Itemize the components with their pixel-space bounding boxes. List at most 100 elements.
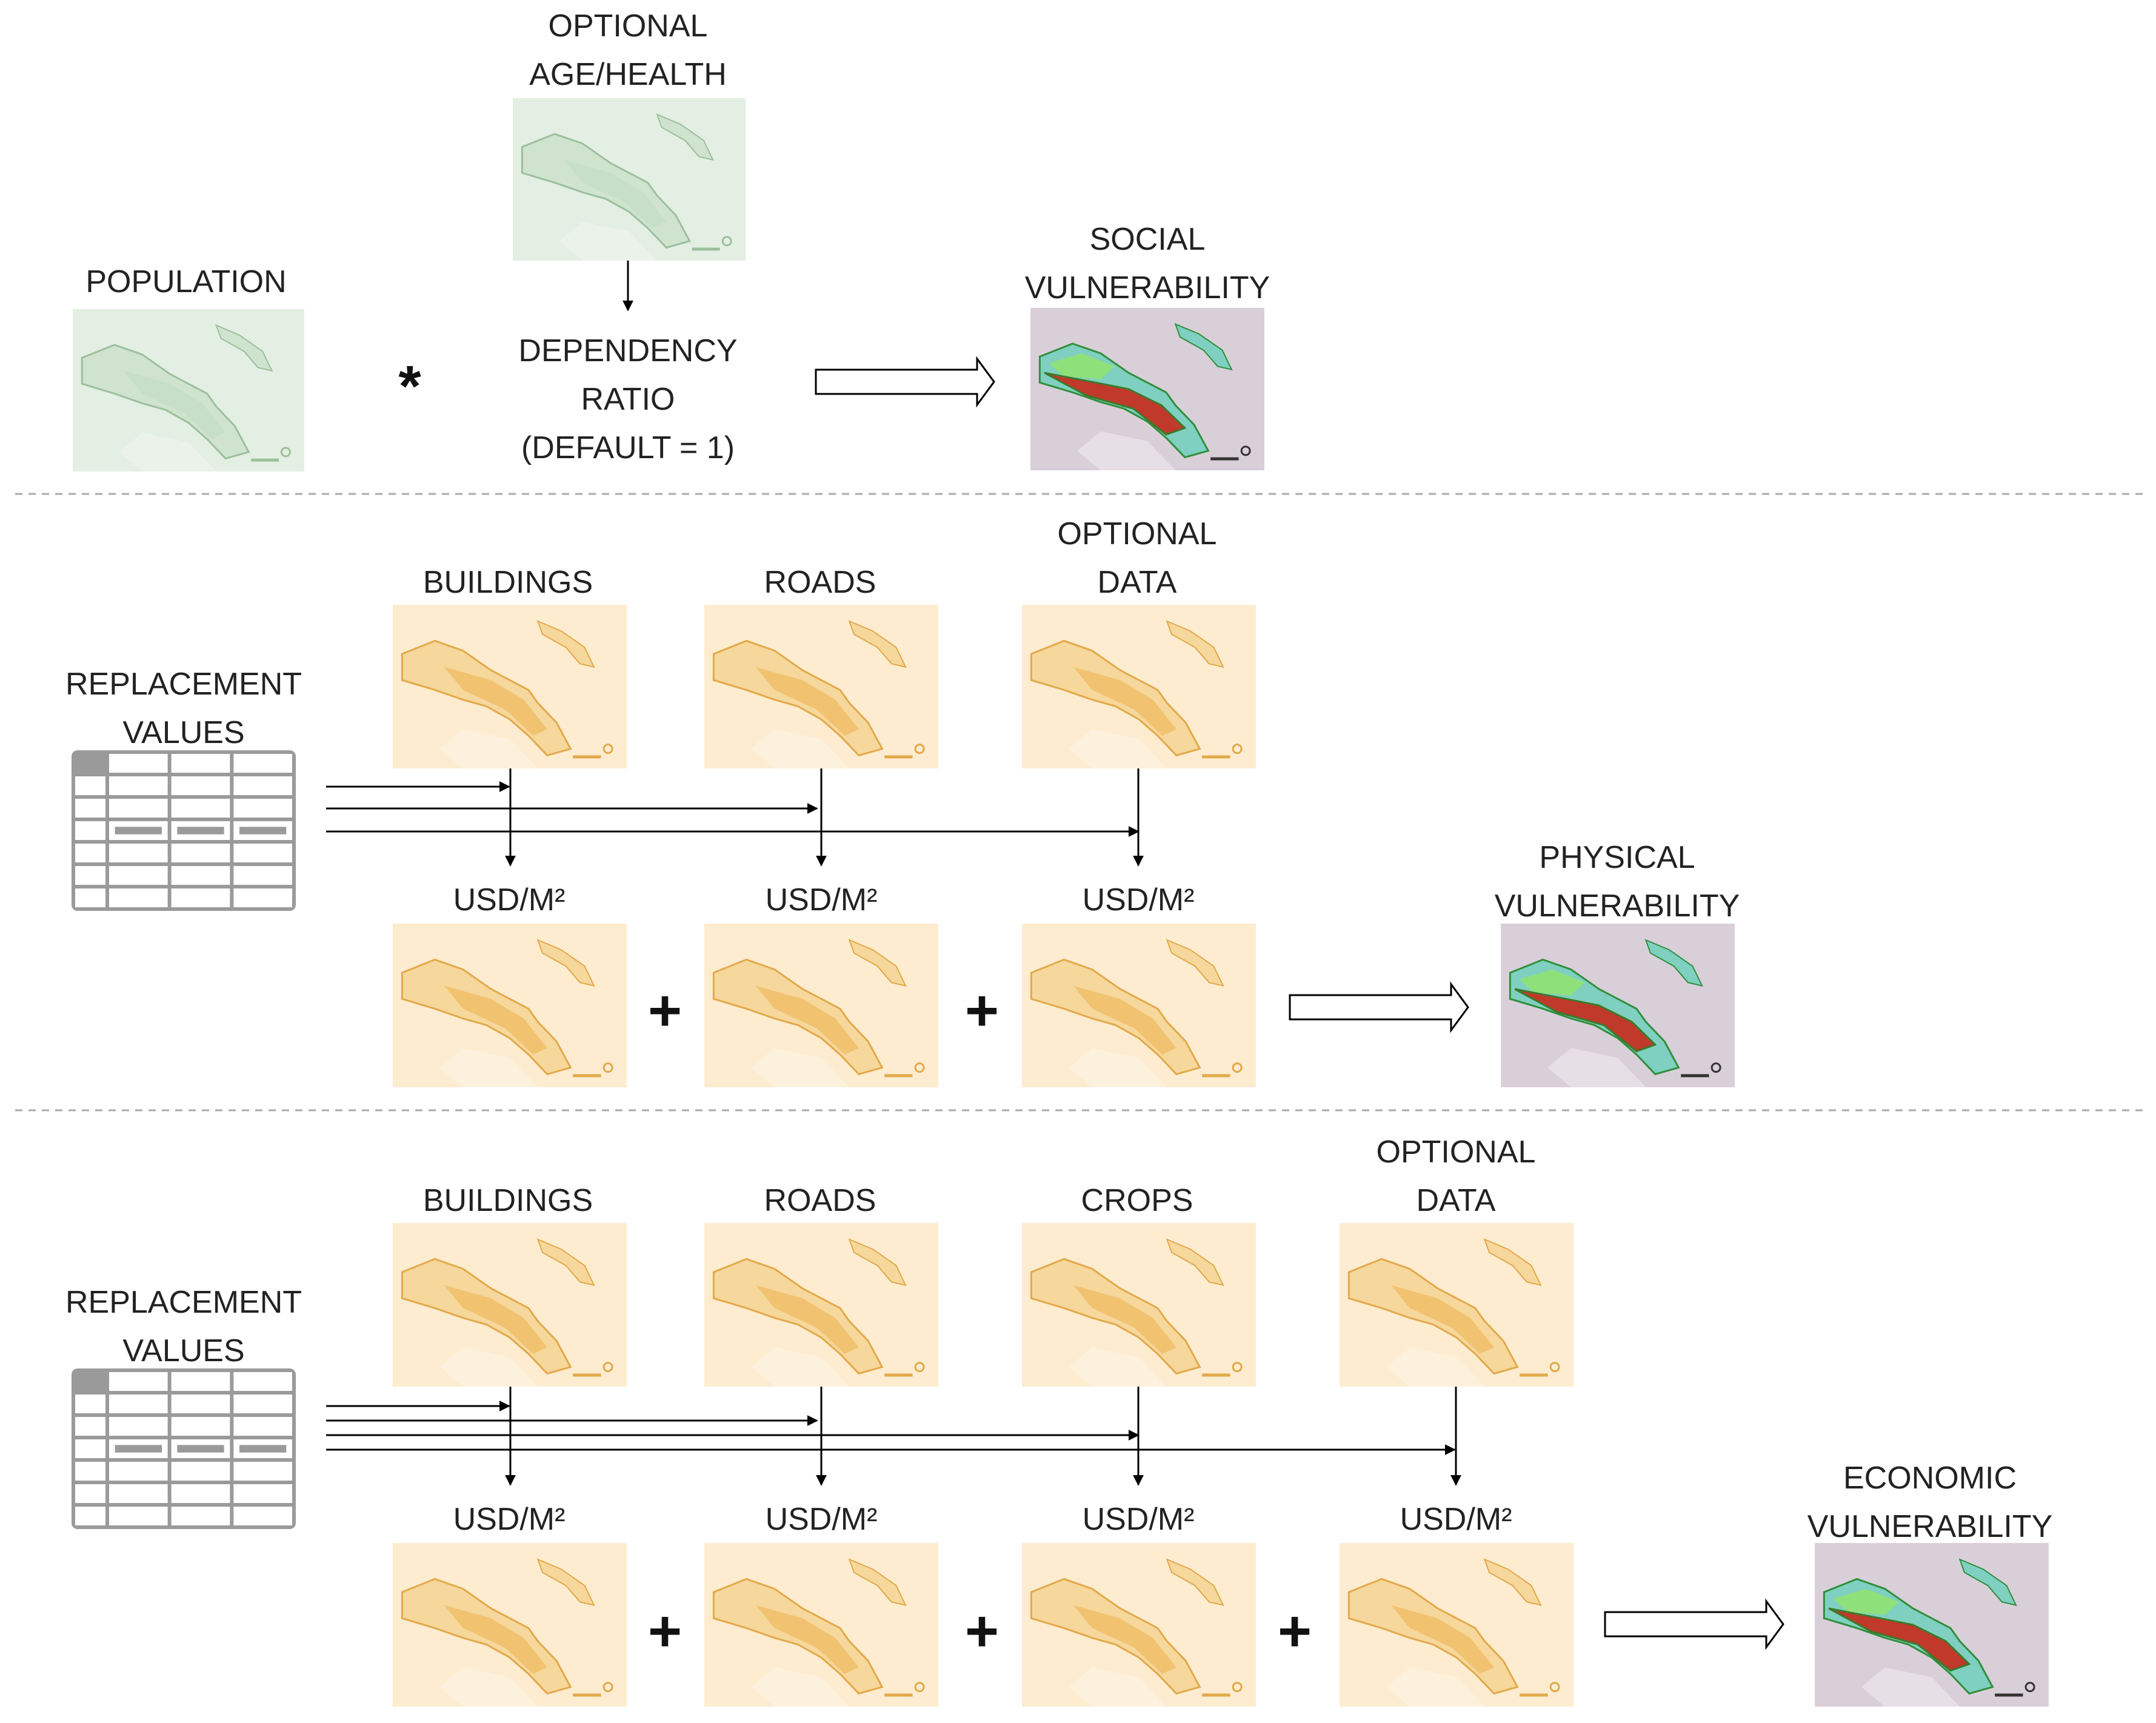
table-cell	[75, 1372, 105, 1391]
map-landmass	[1386, 1667, 1485, 1707]
map-island	[536, 620, 595, 668]
table-cell	[171, 866, 230, 885]
physical-unit-label-2: USD/M²	[766, 882, 878, 918]
north-arrow-icon	[1232, 744, 1243, 755]
economic-unit-label-2: USD/M²	[766, 1502, 878, 1537]
table-cell	[109, 1484, 168, 1503]
map-island	[536, 1558, 595, 1607]
table-cell	[233, 1417, 292, 1436]
physical-input-label-optional-line2: DATA	[1098, 565, 1177, 600]
north-arrow-icon	[914, 744, 925, 755]
map-island	[1644, 939, 1703, 987]
table-highlight	[115, 827, 162, 835]
map-landmass	[751, 1667, 850, 1707]
economic-replacement-label-line2: VALUES	[122, 1333, 244, 1368]
economic-input-label-optional-line1: OPTIONAL	[1377, 1135, 1536, 1170]
social-result-label-line1: SOCIAL	[1090, 222, 1206, 257]
north-arrow-icon	[721, 236, 732, 247]
table-cell	[75, 844, 105, 862]
map-island	[1174, 323, 1233, 371]
table-cell	[233, 888, 292, 907]
table-cell	[75, 1417, 105, 1436]
map-landmass	[751, 1347, 850, 1387]
map-zone	[444, 1605, 547, 1674]
map-island	[536, 939, 595, 987]
table-highlight	[115, 1445, 162, 1453]
physical-plus-operator-1: +	[648, 978, 682, 1043]
map-island	[1166, 1558, 1224, 1607]
physical-roads-value-map	[704, 924, 938, 1087]
table-cell	[109, 1395, 168, 1413]
table-cell	[233, 1507, 292, 1525]
table-cell	[75, 1484, 105, 1503]
map-zone	[755, 985, 859, 1055]
map-zone	[755, 667, 859, 736]
physical-result-arrow	[1289, 981, 1469, 1033]
map-island	[1166, 939, 1224, 987]
table-cell	[75, 1462, 105, 1481]
economic-replacement-label-line1: REPLACEMENT	[65, 1285, 302, 1320]
scale-bar	[573, 1373, 601, 1377]
map-landmass	[1069, 729, 1167, 768]
physical-buildings-value-map	[393, 924, 627, 1087]
north-arrow-icon	[280, 447, 291, 458]
table-cell	[109, 776, 168, 795]
map-landmass	[1861, 1667, 1960, 1707]
table-cell	[109, 1372, 168, 1391]
economic-plus-operator-2: +	[965, 1599, 999, 1664]
social-vulnerability-map	[1030, 308, 1264, 470]
social-section: POPULATION OPTIONAL AGE/HEALTH * DEPENDE…	[73, 8, 1270, 472]
north-arrow-icon	[602, 1682, 613, 1693]
map-island	[848, 620, 907, 668]
table-cell	[109, 1417, 168, 1436]
economic-buildings-map	[393, 1223, 627, 1387]
north-arrow-icon	[1549, 1682, 1560, 1693]
physical-replacement-label-line1: REPLACEMENT	[65, 667, 302, 702]
table-cell	[171, 1395, 230, 1413]
economic-buildings-value-map	[393, 1543, 627, 1707]
table-cell	[233, 1484, 292, 1503]
table-cell	[233, 1372, 292, 1391]
map-landmass	[439, 729, 538, 768]
scale-bar	[1202, 1373, 1230, 1377]
map-landmass	[751, 729, 850, 768]
north-arrow-icon	[914, 1362, 925, 1373]
economic-optional-value-map	[1340, 1543, 1574, 1707]
table-cell	[75, 1395, 105, 1413]
north-arrow-icon	[602, 744, 613, 755]
north-arrow-icon	[1232, 1682, 1243, 1693]
map-zone	[1073, 667, 1176, 736]
table-cell	[171, 754, 230, 773]
table-cell	[171, 1484, 230, 1503]
map-landmass	[1547, 1048, 1646, 1087]
physical-replacement-label-line2: VALUES	[122, 715, 244, 750]
optional-label-line1: OPTIONAL	[549, 8, 708, 44]
table-cell	[171, 1417, 230, 1436]
economic-unit-label-4: USD/M²	[1400, 1502, 1512, 1537]
map-zone	[124, 370, 226, 439]
north-arrow-icon	[602, 1062, 613, 1073]
map-island	[848, 1558, 907, 1607]
map-landmass	[559, 221, 658, 261]
physical-section: REPLACEMENT VALUES BUILDINGS ROADS OPTIO…	[65, 516, 1740, 1087]
map-zone	[1514, 988, 1657, 1053]
multiply-operator: *	[398, 354, 421, 419]
scale-bar	[884, 1074, 913, 1078]
scale-bar	[1520, 1373, 1548, 1377]
table-cell	[233, 799, 292, 818]
physical-plus-operator-2: +	[965, 978, 999, 1043]
north-arrow-icon	[1549, 1362, 1560, 1373]
optional-label-line2: AGE/HEALTH	[529, 57, 727, 92]
physical-result-label-line2: VULNERABILITY	[1495, 888, 1740, 924]
map-island	[1166, 620, 1224, 668]
physical-unit-label-3: USD/M²	[1083, 882, 1195, 918]
table-cell	[171, 776, 230, 795]
north-arrow-icon	[602, 1362, 613, 1373]
table-cell	[75, 776, 105, 795]
physical-input-label-roads: ROADS	[764, 565, 876, 600]
map-zone	[444, 1285, 547, 1354]
table-cell	[75, 1439, 105, 1458]
table-cell	[75, 1507, 105, 1525]
economic-result-arrow	[1604, 1598, 1784, 1650]
map-landmass	[1069, 1048, 1167, 1087]
